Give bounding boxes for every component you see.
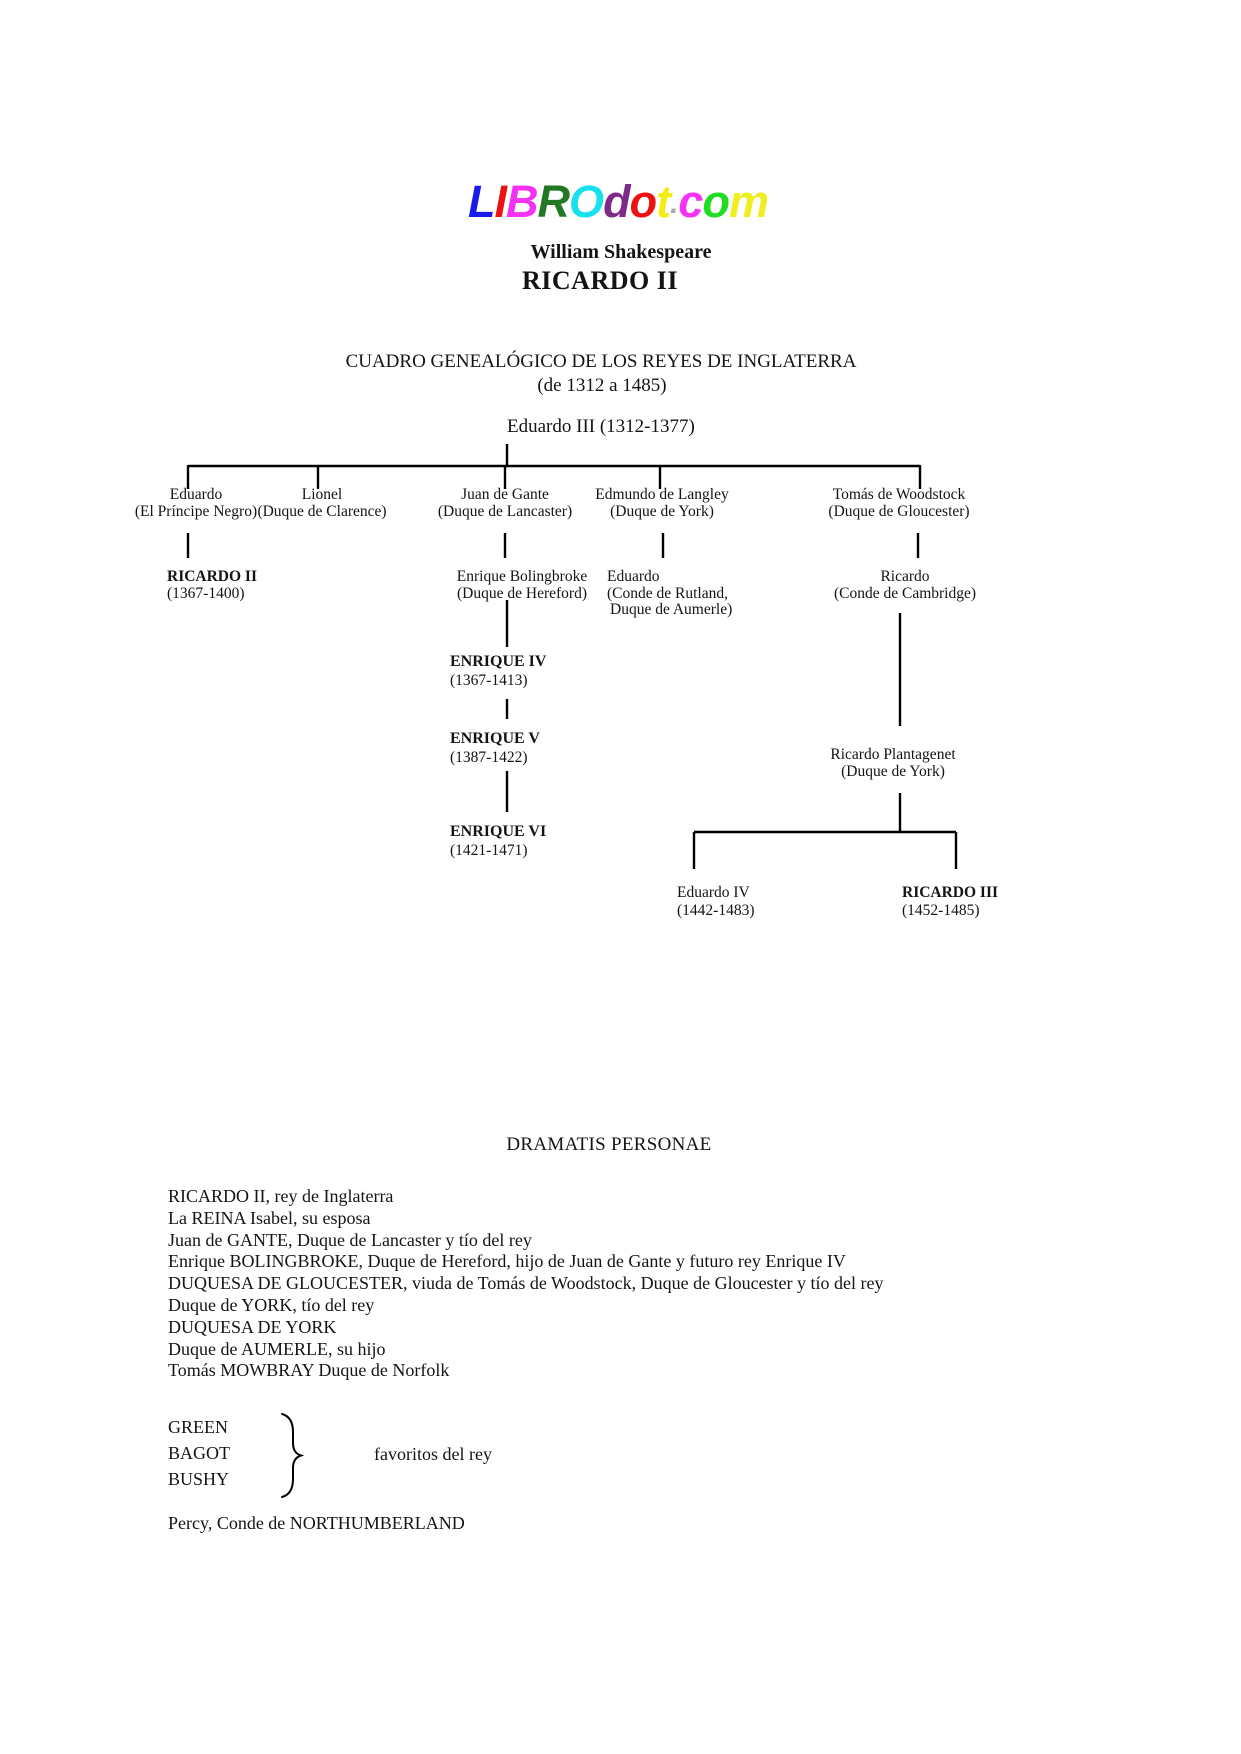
character-line: La REINA Isabel, su esposa (168, 1207, 371, 1228)
node-title: (Conde de Cambridge) (833, 584, 977, 602)
character-list: RICARDO II, rey de Inglaterra La REINA I… (168, 1186, 884, 1382)
logo-dot: . (670, 187, 679, 220)
genealogy-heading: CUADRO GENEALÓGICO DE LOS REYES DE INGLA… (345, 351, 857, 372)
logo-letter: O (569, 176, 604, 227)
favorites-names: GREEN BAGOT BUSHY (168, 1414, 230, 1492)
node-name: RICARDO III (902, 884, 999, 901)
node-enrique-iv: ENRIQUE IV (1367-1413) (450, 652, 546, 690)
character-line: Enrique BOLINGBROKE, Duque de Hereford, … (168, 1251, 846, 1272)
node-plantagenet: Ricardo Plantagenet (Duque de York) (830, 746, 956, 780)
character-line: Duque de AUMERLE, su hijo (168, 1338, 386, 1359)
character-line: Duque de YORK, tío del rey (168, 1294, 375, 1315)
node-name: Eduardo (607, 568, 660, 585)
node-eduardo-iii: Eduardo III (1312-1377) (507, 416, 695, 437)
node-name: ENRIQUE V (450, 730, 540, 747)
genealogy-subheading: (de 1312 a 1485) (537, 375, 667, 396)
node-title: (Duque de York) (610, 502, 714, 520)
logo-letter: t (656, 176, 671, 227)
node-name: Edmundo de Langley (595, 486, 729, 503)
logo-letter: B (506, 176, 538, 227)
node-eduardo-principe-negro: Eduardo (El Príncipe Negro) (134, 486, 258, 520)
logo-letter: R (537, 176, 570, 227)
logo-letter: o (629, 176, 657, 227)
node-title-2: Duque de Aumerle) (610, 601, 733, 618)
node-name: ENRIQUE VI (450, 823, 547, 840)
favorites-label: favoritos del rey (374, 1444, 492, 1464)
node-title: (Duque de York) (841, 762, 945, 780)
node-name: Lionel (301, 486, 343, 503)
node-eduardo-iv: Eduardo IV (1442-1483) (677, 884, 755, 919)
node-name: Ricardo (880, 568, 930, 585)
node-dates: (1452-1485) (902, 901, 980, 919)
favorite-name: GREEN (168, 1417, 228, 1437)
logo-letter: o (702, 176, 729, 227)
node-enrique-v: ENRIQUE V (1387-1422) (450, 729, 540, 767)
character-line: RICARDO II, rey de Inglaterra (168, 1186, 394, 1206)
favorite-name: BUSHY (168, 1469, 230, 1489)
node-name: Enrique Bolingbroke (456, 568, 588, 585)
dramatis-heading: DRAMATIS PERSONAE (506, 1134, 712, 1155)
node-ricardo-ii: RICARDO II (1367-1400) (167, 568, 257, 602)
favorites-brace (281, 1413, 305, 1498)
node-name: Eduardo (169, 486, 223, 503)
node-title: (El Príncipe Negro) (134, 502, 258, 520)
character-line-percy: Percy, Conde de NORTHUMBERLAND (168, 1513, 465, 1533)
node-juan-de-gante: Juan de Gante (Duque de Lancaster) (437, 486, 573, 520)
logo-letter: c (678, 176, 703, 227)
node-name: Juan de Gante (461, 486, 549, 503)
node-bolingbroke: Enrique Bolingbroke (Duque de Hereford) (456, 568, 588, 602)
node-name: Tomás de Woodstock (832, 486, 966, 503)
node-enrique-vi: ENRIQUE VI (1421-1471) (450, 822, 546, 860)
author-name: William Shakespeare (530, 241, 712, 263)
node-title: (Conde de Rutland, (607, 584, 728, 602)
site-logo: LIBROdot.com (468, 176, 769, 232)
node-dates: (1442-1483) (677, 901, 755, 919)
character-line: DUQUESA DE YORK (168, 1316, 337, 1337)
node-title: (Duque de Clarence) (257, 502, 387, 520)
node-tomas-woodstock: Tomás de Woodstock (Duque de Gloucester) (828, 486, 970, 520)
logo-letter: L (468, 176, 495, 227)
node-title: (Duque de Gloucester) (828, 502, 970, 520)
node-dates: (1367-1413) (450, 672, 528, 689)
node-lionel: Lionel (Duque de Clarence) (257, 486, 387, 520)
node-cambridge: Ricardo (Conde de Cambridge) (833, 568, 977, 602)
logo-letter: d (603, 176, 630, 227)
book-title: RICARDO II (522, 266, 678, 295)
character-line: Juan de GANTE, Duque de Lancaster y tío … (168, 1229, 532, 1250)
node-name: Ricardo Plantagenet (830, 746, 956, 763)
node-rutland-aumerle: Eduardo (Conde de Rutland, Duque de Aume… (607, 568, 733, 619)
node-dates: (1387-1422) (450, 749, 528, 766)
node-ricardo-iii: RICARDO III (1452-1485) (902, 884, 998, 919)
node-title: (Duque de Hereford) (457, 584, 587, 602)
character-line: Tomás MOWBRAY Duque de Norfolk (168, 1360, 450, 1381)
node-name: Eduardo IV (677, 884, 750, 901)
logo-letter: I (494, 176, 507, 227)
node-name: RICARDO II (167, 568, 257, 585)
node-edmundo-langley: Edmundo de Langley (Duque de York) (595, 486, 729, 520)
node-name: ENRIQUE IV (450, 653, 547, 670)
node-dates: (1367-1400) (167, 584, 245, 602)
character-line: DUQUESA DE GLOUCESTER, viuda de Tomás de… (168, 1273, 884, 1294)
node-dates: (1421-1471) (450, 842, 528, 859)
logo-letter: m (728, 176, 769, 227)
favorite-name: BAGOT (168, 1443, 230, 1463)
node-title: (Duque de Lancaster) (437, 502, 573, 520)
